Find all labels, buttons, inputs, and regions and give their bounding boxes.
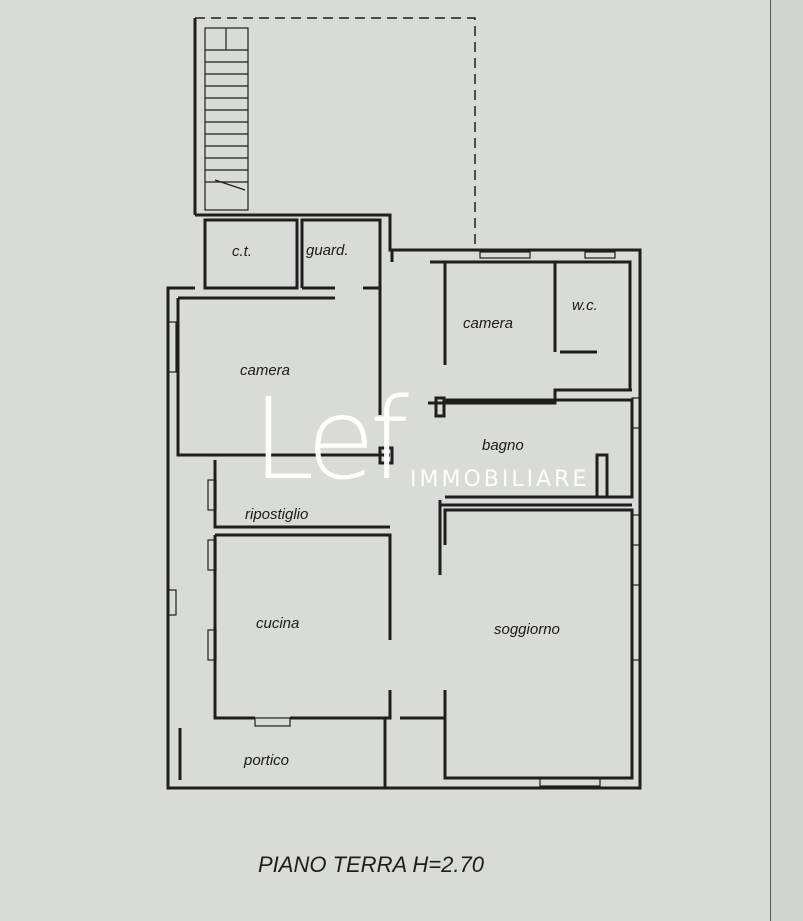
room-label-camera-right: camera [463, 315, 514, 332]
plan-title: PIANO TERRA H=2.70 [258, 852, 484, 877]
cucina-top-wall [215, 533, 392, 640]
ct-room [203, 218, 299, 290]
room-label-ripostiglio: ripostiglio [245, 506, 309, 523]
soggiorno-walls [443, 508, 634, 780]
guard-room [300, 218, 382, 290]
cucina-bottom-wall [213, 535, 392, 720]
walls [166, 17, 642, 790]
watermark-logo: Lef [252, 375, 409, 505]
bagno-top-wall [428, 388, 632, 405]
page-margin [770, 0, 803, 921]
camera-bottom-wall [176, 298, 390, 457]
terrace-outline [195, 17, 476, 250]
room-label-bagno: bagno [482, 437, 524, 454]
camera-right-walls [430, 260, 557, 365]
room-label-guard: guard. [306, 242, 349, 259]
windows [167, 251, 641, 787]
room-label-wc: w.c. [572, 297, 598, 314]
wc-walls [555, 260, 632, 390]
room-label-cucina: cucina [256, 615, 300, 632]
staircase [204, 27, 249, 211]
room-label-ct: c.t. [232, 243, 253, 260]
outer-wall [166, 213, 642, 790]
watermark-subtitle: IMMOBILIARE [410, 467, 590, 492]
room-label-camera-left: camera [240, 362, 291, 379]
bagno-walls [445, 398, 634, 499]
ripostiglio-walls [213, 460, 390, 529]
room-label-portico: portico [244, 752, 290, 769]
room-label-soggiorno: soggiorno [494, 621, 560, 638]
